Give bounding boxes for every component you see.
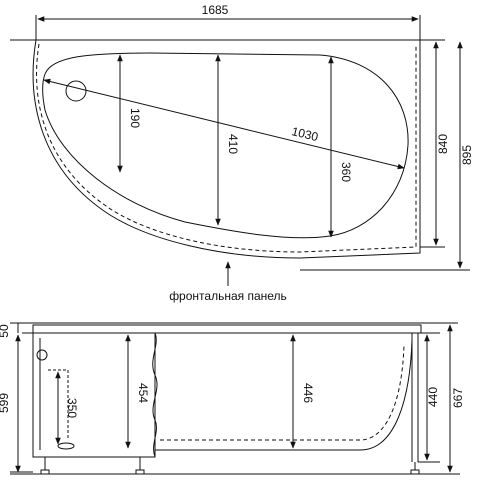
top-view [10, 15, 470, 271]
rim-label: 50 [0, 324, 11, 338]
bowl-profile-dashed [160, 344, 405, 441]
bowl-depth-left-label: 454 [136, 383, 150, 403]
length-label: 1685 [202, 3, 229, 17]
overflow-icon [36, 349, 48, 361]
overall-depth-label: 895 [460, 145, 474, 165]
diagonal-label: 1030 [290, 124, 320, 144]
total-height-label: 599 [0, 393, 11, 413]
rim-body [32, 324, 422, 334]
front-panel-caption: фронтальная панель [169, 289, 287, 303]
leg-middle-foot [135, 469, 145, 475]
leg-left-foot [40, 469, 50, 475]
front-panel-dashed-line [36, 43, 417, 253]
outer-contour [32, 39, 421, 259]
drain-height-label: 350 [65, 398, 79, 418]
middle-depth-label: 410 [226, 134, 240, 154]
side-view [10, 322, 460, 475]
inner-right-label: 440 [426, 387, 440, 407]
drain-icon [65, 80, 87, 102]
diagonal-dimension-line [43, 78, 405, 170]
leg-right-foot [410, 469, 420, 475]
right-depth-label: 360 [339, 162, 353, 182]
drain-pipe [48, 369, 69, 440]
inner-bowl-contour [42, 52, 409, 239]
outer-right-label: 667 [451, 388, 465, 408]
bowl-profile [154, 333, 413, 451]
inner-depth-label: 840 [436, 134, 450, 154]
drain-fitting-icon [57, 442, 75, 450]
legs [40, 457, 420, 475]
drain-depth-label: 190 [128, 108, 142, 128]
bowl-depth-center-label: 446 [301, 383, 315, 403]
